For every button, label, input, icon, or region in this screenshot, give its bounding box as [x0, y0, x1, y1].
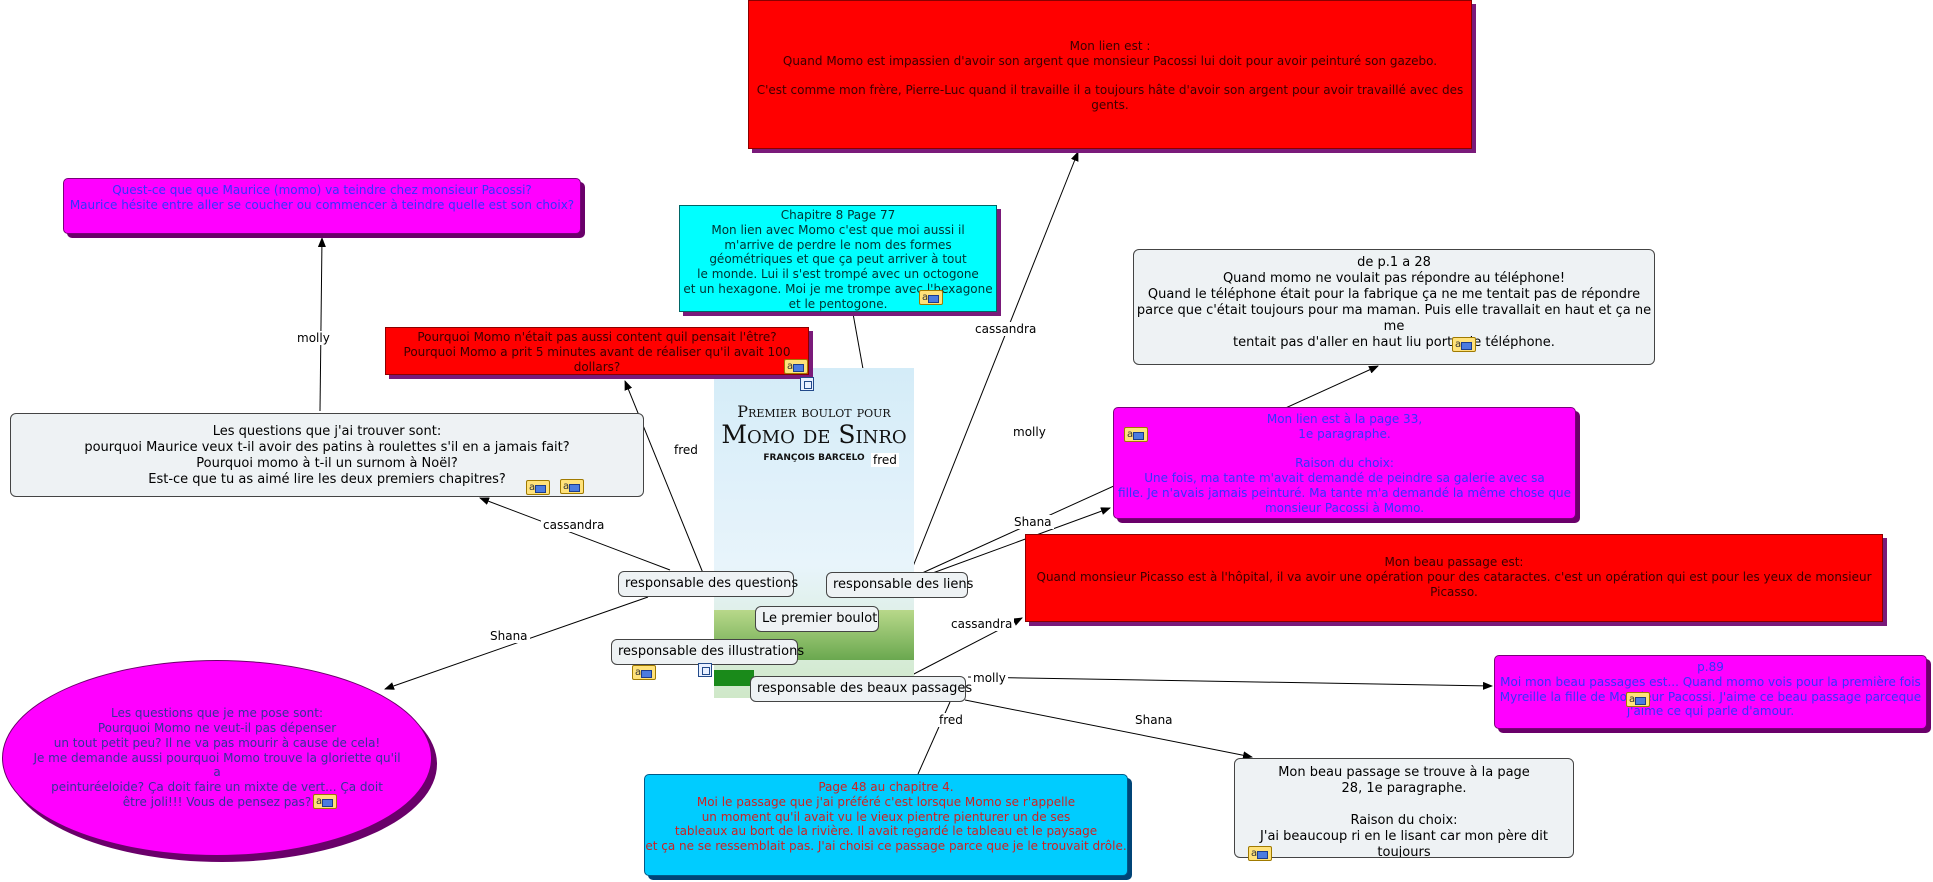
book-green-strip	[714, 670, 754, 686]
edge-label-fred: fred	[871, 453, 899, 467]
edge-label-molly: molly	[1011, 425, 1048, 439]
edge-label-shana: Shana	[1012, 515, 1054, 529]
note-icon[interactable]: a	[784, 359, 808, 374]
note-icon[interactable]: a	[632, 665, 656, 680]
branch-liens[interactable]: responsable des liens	[826, 572, 973, 598]
topic-shana-questions[interactable]: Les questions que je me pose sont: Pourq…	[2, 660, 432, 856]
note-icon[interactable]: a	[526, 480, 550, 495]
edge-label-cassandra: cassandra	[949, 617, 1015, 631]
branch-illustrations[interactable]: responsable des illustrations	[611, 639, 804, 665]
topic-molly-lien[interactable]: Mon lien est à la page 33, 1e paragraphe…	[1113, 407, 1576, 519]
topic-shana-passage[interactable]: Mon beau passage se trouve à la page 28,…	[1234, 758, 1574, 858]
edge-label-shana: Shana	[1133, 713, 1175, 727]
book-title-line2: Momo de Sinro	[721, 420, 907, 449]
edge-passages-molly	[967, 676, 1493, 690]
topic-fred-lien[interactable]: Chapitre 8 Page 77 Mon lien avec Momo c'…	[679, 205, 997, 312]
edge-label-fred: fred	[937, 713, 965, 727]
edge-passages-shana	[964, 699, 1253, 760]
edge-questions-shana	[384, 596, 649, 690]
note-icon[interactable]: a	[1124, 427, 1148, 442]
topic-molly-passage[interactable]: p.89 Moi mon beau passages est... Quand …	[1494, 655, 1927, 729]
edge-label-shana: Shana	[488, 629, 530, 643]
note-icon[interactable]: a	[1248, 846, 1272, 861]
edge-label-cassandra: cassandra	[973, 322, 1039, 336]
branch-passages[interactable]: responsable des beaux passages	[750, 676, 972, 702]
edge-label-cassandra: cassandra	[541, 518, 607, 532]
note-icon[interactable]: a	[313, 794, 337, 809]
topic-cassandra-lien[interactable]: Mon lien est : Quand Momo est impassien …	[748, 0, 1472, 149]
edge-liens-shana	[929, 507, 1111, 575]
attachment-icon[interactable]	[800, 377, 814, 391]
topic-molly-question[interactable]: Quest-ce que que Maurice (momo) va teind…	[63, 178, 581, 234]
edge-questions-cassandra	[479, 497, 671, 571]
topic-shana-lien[interactable]: Mon beau passage est: Quand monsieur Pic…	[1025, 534, 1883, 622]
edge-label-fred: fred	[672, 443, 700, 457]
edge-label-molly: molly	[971, 671, 1008, 685]
book-author: FRANÇOIS BARCELO	[763, 453, 865, 463]
note-icon[interactable]: a	[1452, 337, 1476, 352]
topic-fred-questions[interactable]: Pourquoi Momo n'était pas aussi content …	[385, 327, 809, 375]
book-title-line1: Premier boulot pour	[737, 402, 891, 421]
topic-fred-passage[interactable]: Page 48 au chapitre 4. Moi le passage qu…	[644, 774, 1128, 876]
topic-molly-lien-note[interactable]: de p.1 a 28 Quand momo ne voulait pas ré…	[1133, 249, 1655, 365]
branch-questions[interactable]: responsable des questions	[618, 571, 798, 597]
edge-questions-molly	[317, 237, 326, 412]
note-icon[interactable]: a	[560, 479, 584, 494]
edge-liens-cassandra	[909, 151, 1079, 575]
note-icon[interactable]: a	[1626, 692, 1650, 707]
attachment-icon[interactable]	[698, 663, 712, 677]
note-icon[interactable]: a	[919, 290, 943, 305]
edge-label-molly: molly	[295, 331, 332, 345]
central-topic[interactable]: Le premier boulot	[755, 606, 879, 632]
